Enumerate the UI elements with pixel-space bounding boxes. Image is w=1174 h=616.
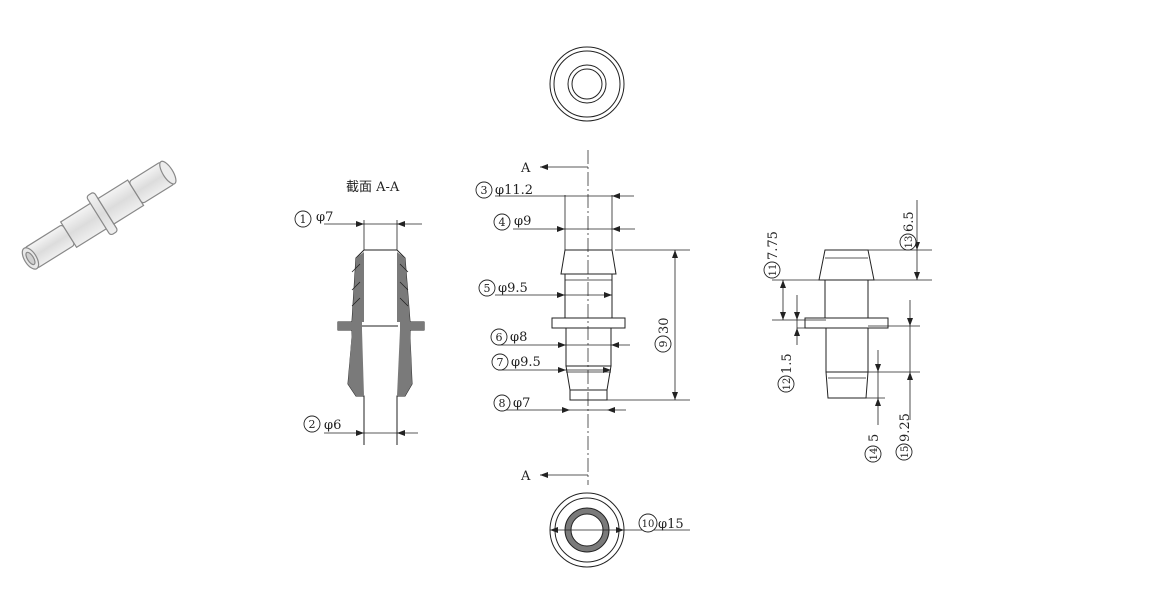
svg-text:φ9: φ9 (514, 214, 531, 229)
svg-text:6.5: 6.5 (902, 211, 917, 232)
callout-12: 12 1.5 (777, 353, 795, 393)
callout-13: 13 6.5 (899, 211, 917, 251)
front-view: A A 3 φ11.2 4 φ9 (475, 150, 690, 485)
svg-text:6: 6 (496, 331, 503, 344)
top-view (549, 46, 625, 122)
svg-text:φ7: φ7 (316, 210, 333, 225)
section-mark-bottom: A (520, 469, 531, 484)
svg-text:14: 14 (869, 448, 880, 461)
section-view: 截面 A-A 1 φ7 2 φ6 (294, 180, 425, 445)
callout-1: 1 φ7 (294, 210, 333, 228)
bottom-view: 10 φ15 (549, 492, 690, 568)
svg-text:7.75: 7.75 (766, 231, 781, 260)
callout-2: 2 φ6 (303, 415, 341, 433)
svg-text:1: 1 (300, 213, 307, 226)
svg-text:φ9.5: φ9.5 (511, 355, 541, 370)
svg-text:30: 30 (657, 317, 672, 334)
svg-text:φ11.2: φ11.2 (495, 183, 533, 198)
svg-text:15: 15 (900, 446, 911, 459)
callout-10: 10 φ15 (638, 513, 684, 533)
svg-text:9: 9 (657, 341, 670, 348)
section-mark-top: A (520, 161, 531, 176)
callout-4: 4 φ9 (493, 213, 531, 231)
svg-text:7: 7 (497, 356, 504, 369)
section-title: 截面 A-A (346, 180, 400, 195)
callout-9: 9 30 (654, 317, 672, 353)
svg-text:3: 3 (481, 184, 488, 197)
svg-text:10: 10 (642, 519, 655, 530)
callout-11: 11 7.75 (763, 231, 781, 279)
svg-text:13: 13 (904, 236, 915, 249)
callout-6: 6 φ8 (490, 328, 527, 346)
svg-text:φ7: φ7 (513, 396, 530, 411)
callout-7: 7 φ9.5 (491, 353, 541, 371)
svg-text:4: 4 (499, 216, 506, 229)
svg-text:φ9.5: φ9.5 (498, 281, 528, 296)
svg-text:12: 12 (782, 378, 793, 391)
callout-8: 8 φ7 (493, 394, 530, 412)
callout-5: 5 φ9.5 (478, 279, 528, 297)
svg-text:11: 11 (768, 264, 779, 277)
svg-text:8: 8 (499, 397, 506, 410)
svg-text:5: 5 (867, 434, 882, 442)
svg-text:φ15: φ15 (658, 517, 684, 532)
isometric-view (21, 160, 177, 270)
side-view: 11 7.75 12 1.5 13 6.5 14 5 (763, 200, 932, 463)
svg-text:5: 5 (484, 282, 491, 295)
svg-text:φ8: φ8 (510, 330, 527, 345)
callout-14: 14 5 (864, 434, 882, 463)
svg-text:2: 2 (309, 418, 316, 431)
svg-text:1.5: 1.5 (780, 353, 795, 374)
callout-15: 15 9.25 (895, 413, 913, 461)
svg-text:9.25: 9.25 (898, 413, 913, 442)
callout-3: 3 φ11.2 (475, 181, 533, 199)
svg-text:φ6: φ6 (324, 418, 341, 433)
